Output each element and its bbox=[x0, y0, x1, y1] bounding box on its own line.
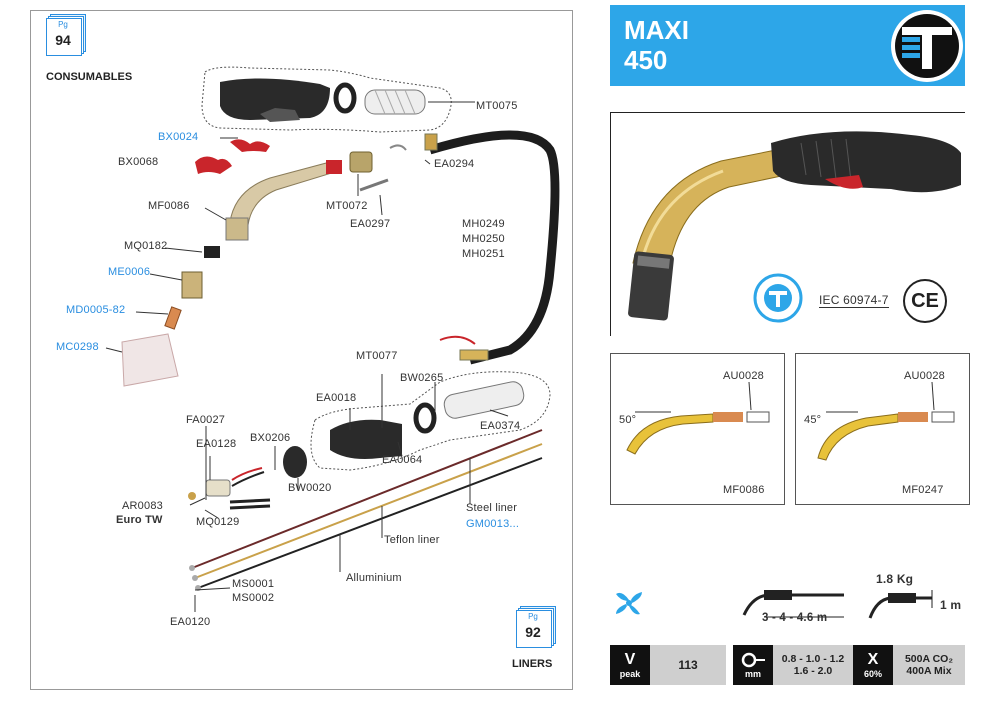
part-label-mh0249[interactable]: MH0249 bbox=[462, 218, 505, 230]
part-label-ar0083[interactable]: AR0083 bbox=[122, 500, 163, 512]
part-label-bw0020[interactable]: BW0020 bbox=[288, 482, 332, 494]
wire-diameter-spec: mm 0.8 - 1.0 - 1.2 1.6 - 2.0 bbox=[733, 645, 853, 685]
part-label-mt0077[interactable]: MT0077 bbox=[356, 350, 398, 362]
part-label-mh0251[interactable]: MH0251 bbox=[462, 248, 505, 260]
cable-lengths: 3 - 4 - 4.6 m bbox=[762, 612, 828, 624]
part-label-md0005-82[interactable]: MD0005-82 bbox=[66, 304, 126, 316]
ring-part bbox=[333, 82, 357, 114]
voltage-icon: V peak bbox=[610, 645, 650, 685]
ce-mark-icon: CE bbox=[903, 279, 947, 323]
voltage-value: 113 bbox=[650, 645, 726, 685]
part-label-ea0120[interactable]: EA0120 bbox=[170, 616, 211, 628]
consumables-page-badge[interactable]: Pg 94 bbox=[46, 14, 86, 56]
duty-cycle-spec: X 60% 500A CO₂ 400A Mix bbox=[853, 645, 965, 685]
liners-caption: LINERS bbox=[512, 658, 553, 670]
handle-part bbox=[220, 78, 330, 120]
badge-page-number: 94 bbox=[55, 32, 71, 48]
neck-angle: 45° bbox=[804, 414, 822, 426]
torch-photo-frame: IEC 60974-7 CE bbox=[610, 112, 965, 336]
part-label-ea0064[interactable]: EA0064 bbox=[382, 454, 423, 466]
part-label-mc0298[interactable]: MC0298 bbox=[56, 341, 99, 353]
weight-label: 1.8 Kg bbox=[876, 572, 914, 586]
exploded-view-frame bbox=[30, 10, 573, 690]
duty-cycle-icon: X 60% bbox=[853, 645, 893, 685]
duty-cycle-values: 500A CO₂ 400A Mix bbox=[893, 645, 965, 685]
neck-model: MF0247 bbox=[902, 484, 944, 496]
neck-angle: 50° bbox=[619, 414, 637, 426]
duty-cycle-line1: 500A CO₂ bbox=[904, 653, 954, 665]
neck-diagram bbox=[626, 381, 770, 455]
neck-code: AU0028 bbox=[904, 370, 945, 382]
cable-length-icon bbox=[742, 590, 844, 618]
part-label-ea0128[interactable]: EA0128 bbox=[196, 438, 237, 450]
international-patent-seal-icon bbox=[753, 273, 803, 323]
product-title-line1: MAXI bbox=[624, 15, 689, 45]
part-label-bx0068[interactable]: BX0068 bbox=[118, 156, 159, 168]
product-title-line2: 450 bbox=[624, 45, 668, 75]
part-label-ea0297[interactable]: EA0297 bbox=[350, 218, 391, 230]
part-label-mq0129[interactable]: MQ0129 bbox=[196, 516, 240, 528]
wire-spool-icon: mm bbox=[733, 645, 773, 685]
badge-pg-label: Pg bbox=[58, 20, 68, 29]
voltage-spec: V peak 113 bbox=[610, 645, 726, 685]
badge-page-number: 92 bbox=[525, 624, 541, 640]
neck-diagram bbox=[817, 381, 955, 461]
wire-diameters: 0.8 - 1.0 - 1.2 1.6 - 2.0 bbox=[773, 645, 853, 685]
product-title-box: MAXI 450 bbox=[610, 5, 965, 86]
part-label-steel-liner: Steel liner bbox=[466, 502, 518, 514]
liners-page-badge[interactable]: Pg 92 bbox=[516, 606, 556, 648]
badge-pg-label: Pg bbox=[528, 612, 538, 621]
part-label-mf0086[interactable]: MF0086 bbox=[148, 200, 190, 212]
part-label-ea0294[interactable]: EA0294 bbox=[434, 158, 475, 170]
part-label-mh0250[interactable]: MH0250 bbox=[462, 233, 505, 245]
part-label-fa0027[interactable]: FA0027 bbox=[186, 414, 226, 426]
neck-option-50[interactable]: AU0028 50° MF0086 bbox=[610, 353, 785, 505]
part-label-ea0374[interactable]: EA0374 bbox=[480, 420, 521, 432]
neck-code: AU0028 bbox=[723, 370, 764, 382]
part-label-ms0002[interactable]: MS0002 bbox=[232, 592, 275, 604]
torch-weight-icon bbox=[868, 590, 933, 619]
part-label-me0006[interactable]: ME0006 bbox=[108, 266, 151, 278]
exploded-diagram bbox=[105, 66, 560, 612]
wire-diameters-line2: 1.6 - 2.0 bbox=[793, 665, 833, 677]
part-label-ms0001[interactable]: MS0001 bbox=[232, 578, 275, 590]
part-label-mt0072[interactable]: MT0072 bbox=[326, 200, 368, 212]
short-length: 1 m bbox=[940, 598, 962, 612]
wire-diameters-line1: 0.8 - 1.0 - 1.2 bbox=[781, 653, 845, 665]
part-label-ea0018[interactable]: EA0018 bbox=[316, 392, 357, 404]
part-label-euro-tw: Euro TW bbox=[116, 514, 163, 526]
part-label-gm0013[interactable]: GM0013... bbox=[466, 518, 520, 530]
part-label-teflon-liner: Teflon liner bbox=[384, 534, 440, 546]
neck-option-45[interactable]: AU0028 45° MF0247 bbox=[795, 353, 970, 505]
hose bbox=[428, 130, 560, 365]
torch-image bbox=[628, 131, 961, 321]
part-label-mq0182[interactable]: MQ0182 bbox=[124, 240, 168, 252]
part-label-bx0206[interactable]: BX0206 bbox=[250, 432, 291, 444]
part-label-bx0024[interactable]: BX0024 bbox=[158, 131, 199, 143]
sleeve-part bbox=[364, 89, 426, 115]
neck-model: MF0086 bbox=[723, 484, 765, 496]
duty-cycle-line2: 400A Mix bbox=[906, 665, 952, 677]
brand-logo-icon bbox=[891, 10, 963, 82]
cert-label: IEC 60974-7 bbox=[819, 293, 889, 308]
consumables-caption: CONSUMABLES bbox=[46, 71, 133, 83]
part-label-mt0075[interactable]: MT0075 bbox=[476, 100, 518, 112]
part-label-aluminium: Alluminium bbox=[346, 572, 402, 584]
part-label-bw0265[interactable]: BW0265 bbox=[400, 372, 444, 384]
air-cooled-fan-icon bbox=[616, 592, 642, 615]
